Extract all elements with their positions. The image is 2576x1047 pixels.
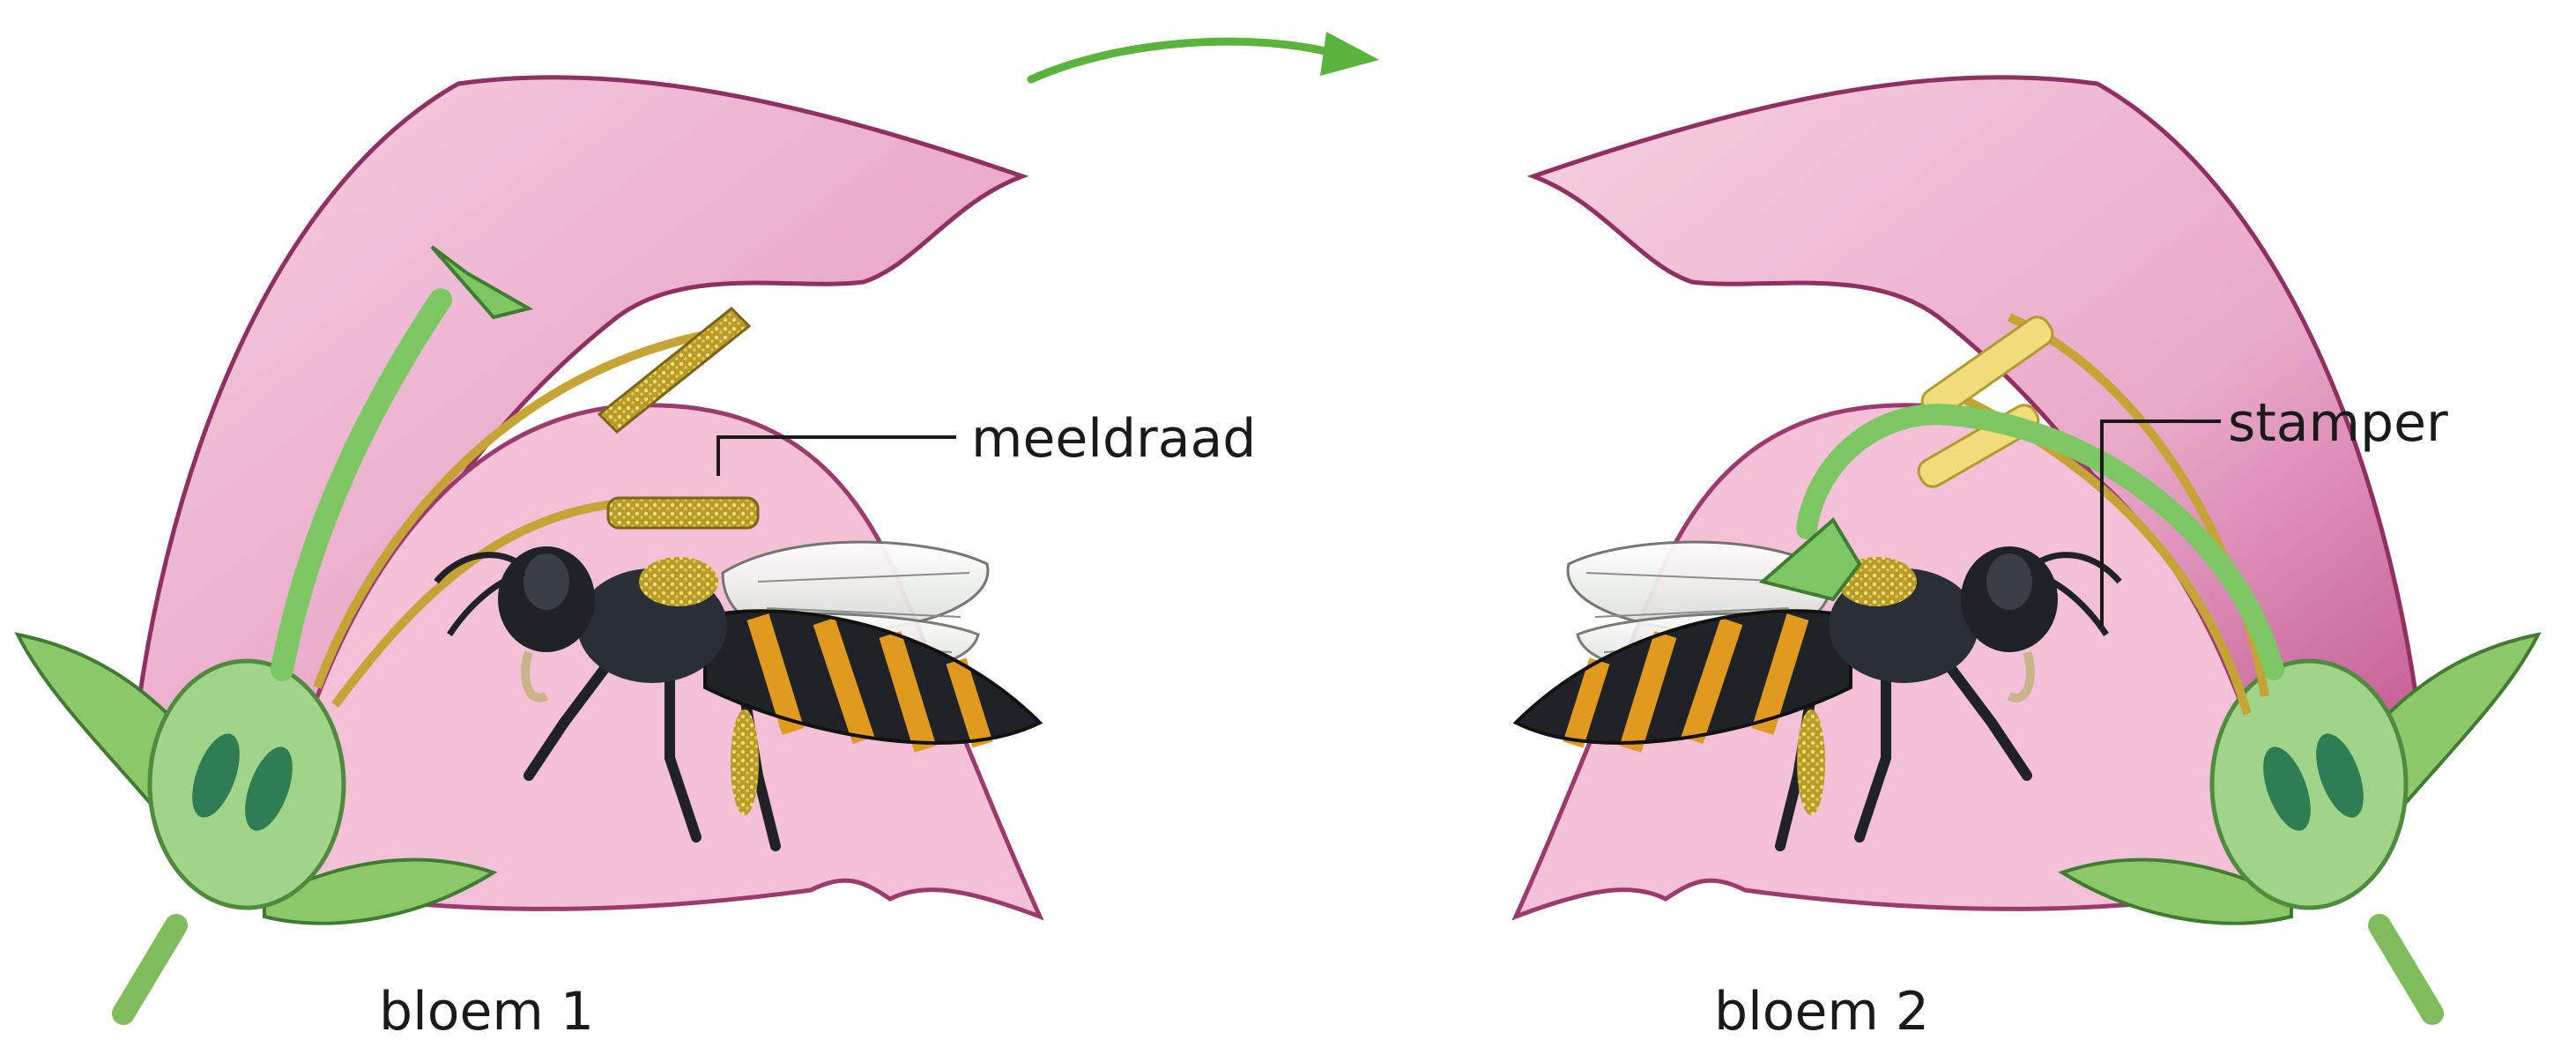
flower-1-anther [608,498,758,528]
flower-2 [1516,78,2538,1014]
pistil-label: stamper [2228,392,2448,454]
curved-arrow-right-icon [1031,32,1379,79]
stamen-label: meeldraad [971,408,1256,470]
flower-2-caption: bloem 2 [1714,981,1929,1043]
flower-2-stem [2379,925,2432,1014]
flower-1-ovary [150,661,344,908]
flower-1-stem [123,925,176,1014]
flower-1 [18,78,1040,1014]
flower-1-caption: bloem 1 [379,981,594,1043]
